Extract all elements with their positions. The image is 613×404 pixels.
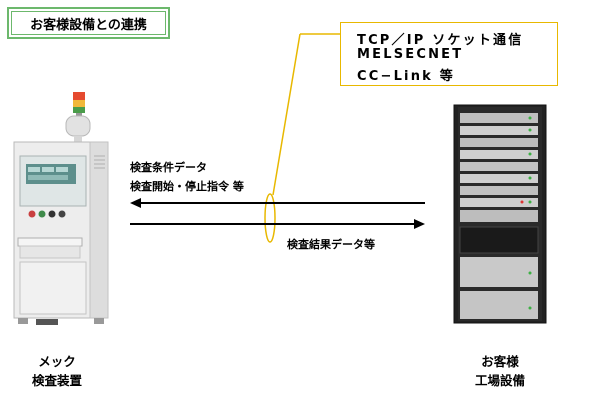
right-device-line-2: 工場設備 xyxy=(474,373,525,388)
protocol-line-1: TCP／IP ソケット通信 xyxy=(357,33,524,48)
callout-line xyxy=(272,33,301,196)
inspection-machine-icon xyxy=(13,92,109,325)
protocol-box: TCP／IP ソケット通信 MELSECNET CC−Link 等 xyxy=(340,22,558,86)
right-device-caption: お客様 工場設備 xyxy=(455,352,545,390)
left-device-line-1: メック xyxy=(38,354,76,369)
right-device-line-1: お客様 xyxy=(481,354,519,369)
arrow-left-label-2: 検査開始・停止指令 等 xyxy=(130,180,244,193)
arrow-right-label: 検査結果データ等 xyxy=(287,238,375,251)
server-rack-icon xyxy=(453,104,547,324)
left-device-caption: メック 検査装置 xyxy=(12,352,102,390)
title: お客様設備との連携 xyxy=(30,17,147,33)
protocol-line-2: MELSECNET xyxy=(357,47,464,62)
signal-lamp-icon xyxy=(73,92,85,118)
title-box-inner-border xyxy=(11,11,166,35)
arrow-to-right xyxy=(130,219,425,229)
callout-ellipse xyxy=(264,193,276,243)
arrow-left-label-1: 検査条件データ xyxy=(130,161,207,174)
title-box: お客様設備との連携 xyxy=(7,7,170,39)
left-device-line-2: 検査装置 xyxy=(31,373,82,388)
arrow-to-left xyxy=(130,198,425,208)
server-units xyxy=(459,113,539,319)
protocol-line-3: CC−Link 等 xyxy=(357,69,455,84)
